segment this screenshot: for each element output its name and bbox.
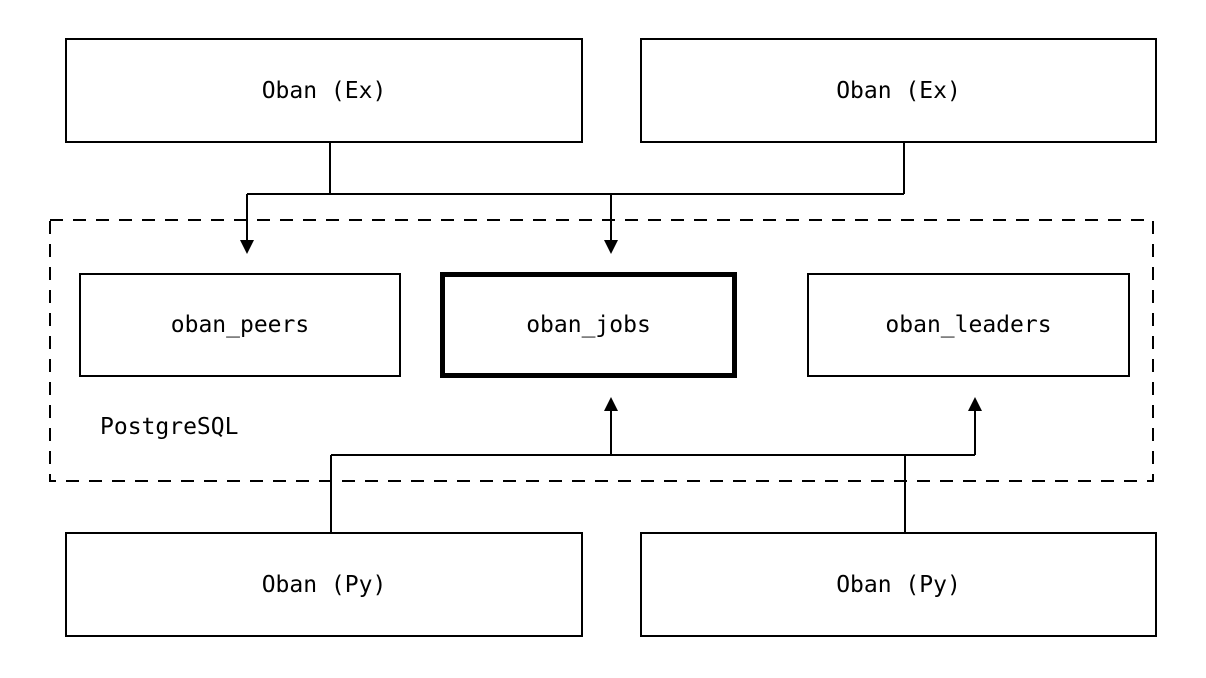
node-oban-py-2-label: Oban (Py): [836, 571, 961, 598]
postgresql-container-border: [49, 219, 1154, 482]
node-oban-peers: oban_peers: [79, 273, 401, 377]
node-oban-py-1: Oban (Py): [65, 532, 583, 637]
node-oban-ex-2-label: Oban (Ex): [836, 77, 961, 104]
arrowhead-jobs-bottom: [604, 397, 618, 411]
node-oban-py-2: Oban (Py): [640, 532, 1157, 637]
node-oban-ex-2: Oban (Ex): [640, 38, 1157, 143]
arrowhead-jobs-top: [604, 240, 618, 254]
arrowhead-peers: [240, 240, 254, 254]
node-oban-jobs-label: oban_jobs: [526, 312, 651, 338]
node-oban-py-1-label: Oban (Py): [261, 571, 387, 598]
postgresql-label: PostgreSQL: [100, 414, 239, 440]
node-oban-leaders-label: oban_leaders: [885, 312, 1052, 338]
node-oban-ex-1: Oban (Ex): [65, 38, 583, 143]
arrowhead-leaders: [968, 397, 982, 411]
node-oban-ex-1-label: Oban (Ex): [261, 77, 387, 104]
node-oban-leaders: oban_leaders: [807, 273, 1130, 377]
node-oban-peers-label: oban_peers: [170, 312, 310, 338]
node-oban-jobs: oban_jobs: [440, 272, 737, 378]
